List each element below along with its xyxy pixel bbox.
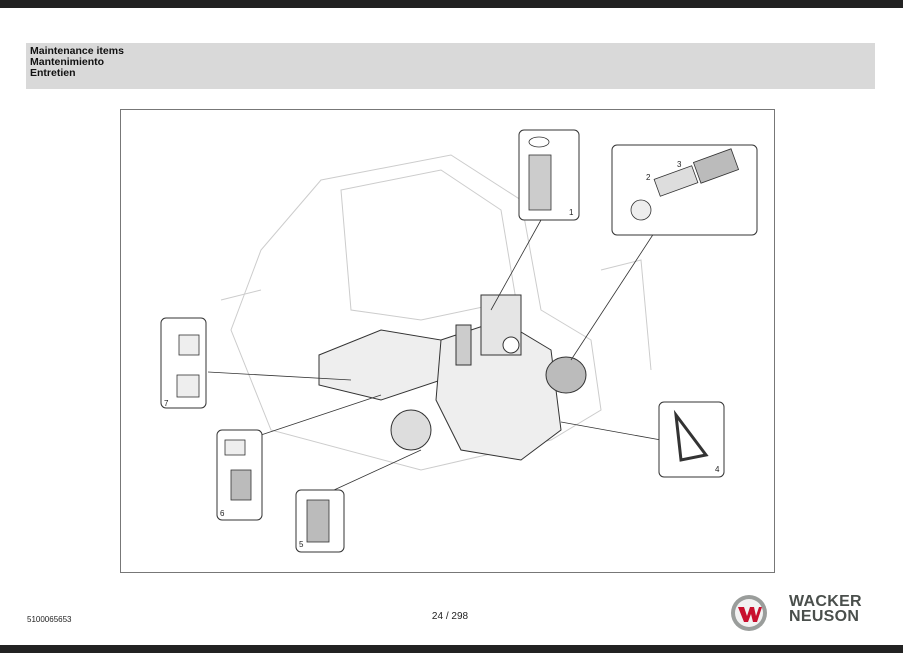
callout-label-6: 6: [220, 509, 225, 518]
maintenance-items-illustration: 1 2 3 4 5 6 7: [120, 109, 775, 573]
engine-assembly: [318, 294, 587, 461]
callout-box-2-3: [611, 144, 758, 236]
brand-wordmark: WACKER NEUSON: [789, 593, 862, 625]
callout-label-5: 5: [299, 540, 304, 549]
bottom-border: [0, 645, 903, 653]
callout-label-7: 7: [164, 399, 169, 408]
brand-line-2: NEUSON: [789, 608, 860, 625]
leader-lines: [207, 219, 662, 491]
title-spanish: Mantenimiento: [30, 56, 105, 68]
document-number: 5100065653: [27, 615, 72, 624]
wacker-neuson-logo-icon: [731, 595, 767, 631]
callout-label-1: 1: [569, 208, 574, 217]
title-english: Maintenance items: [30, 45, 124, 57]
callout-label-3: 3: [677, 160, 682, 169]
section-header: Maintenance items Mantenimiento Entretie…: [26, 43, 875, 89]
engine-drawing: 1 2 3 4 5 6 7: [160, 129, 758, 553]
top-border: [0, 0, 903, 8]
page-number: 24 / 298: [431, 611, 469, 622]
machine-outline-faint: [220, 154, 652, 471]
callout-label-2: 2: [646, 173, 651, 182]
title-french: Entretien: [30, 67, 76, 79]
part-icons: [176, 136, 740, 543]
brand-line-1: WACKER: [789, 593, 862, 610]
callout-label-4: 4: [715, 465, 720, 474]
